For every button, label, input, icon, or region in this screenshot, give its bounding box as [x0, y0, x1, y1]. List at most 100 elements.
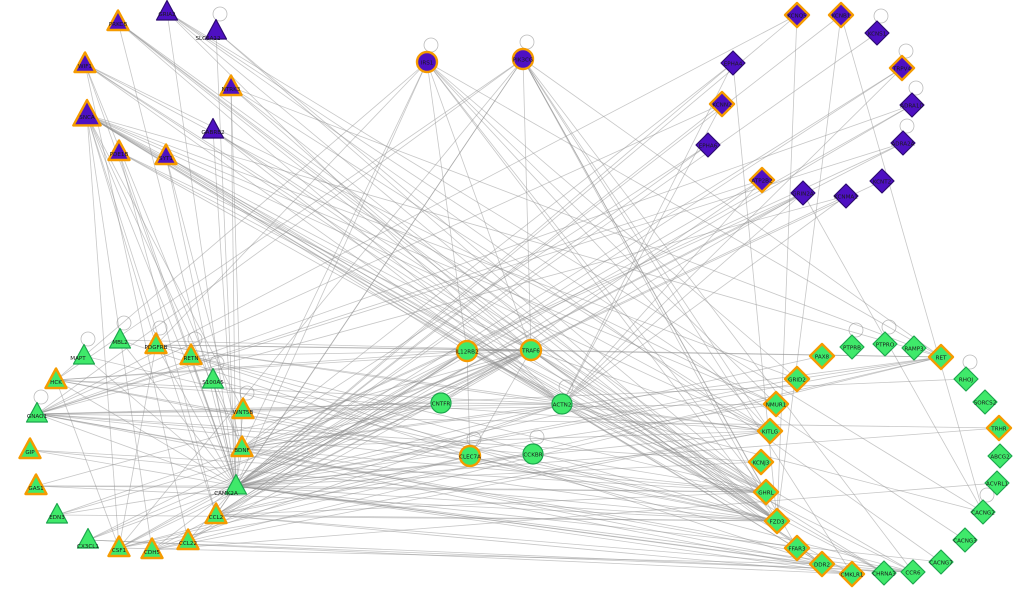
node-NTRK3[interactable]: NTRK3: [219, 74, 243, 97]
node-CACNG7[interactable]: CACNG7: [928, 549, 954, 575]
diamond-shape: [763, 507, 791, 535]
edge-GNAO1-GHRL: [36, 413, 767, 493]
edge-GNAO1-CMKLR1: [36, 413, 853, 575]
node-WIF1[interactable]: WIF1: [73, 51, 97, 74]
edge-GRIA2-CAMK2A: [166, 11, 237, 487]
edge-IRS1-PDGFRB: [155, 61, 428, 346]
edge-SNCA-DDR2: [86, 114, 823, 565]
node-ACTN2[interactable]: ACTN2: [551, 393, 573, 415]
edge-CLEC7A-CCL2: [215, 455, 471, 516]
node-KCNMA1[interactable]: KCNMA1: [833, 183, 859, 209]
node-TRHR[interactable]: TRHR: [985, 414, 1013, 442]
edge-GRIA2-FZD3: [166, 11, 778, 522]
node-KCNB1[interactable]: KCNB1: [827, 1, 855, 29]
edge-CAMK2A-CSF1: [118, 485, 237, 549]
self-loop-PTPRB: [848, 322, 864, 338]
edge-KCNB1-CAMK2A: [235, 14, 842, 487]
node-KCNJ3[interactable]: KCNJ3: [747, 448, 775, 476]
edge-NTRK3-RET: [230, 86, 942, 358]
node-IRS1[interactable]: IRS1: [415, 50, 439, 74]
triangle-shape: [201, 117, 225, 139]
triangle-shape: [201, 367, 225, 389]
diamond-shape: [695, 132, 721, 158]
edge-CAMK2A-RETN: [190, 355, 237, 487]
edge-EPHA4-FZD3: [732, 62, 778, 522]
edge-PRKCB-CAMK2A: [117, 21, 237, 487]
diamond-shape: [890, 130, 916, 156]
node-CACNG3[interactable]: CACNG3: [952, 527, 978, 553]
edge-SNCA-KITLG: [86, 114, 771, 432]
node-EPHA6[interactable]: EPHA6: [695, 132, 721, 158]
edge-S100A5-FZD3: [212, 379, 778, 522]
node-KITLG[interactable]: KITLG: [756, 417, 784, 445]
triangle-shape: [108, 327, 132, 349]
node-GRID2[interactable]: GRID2: [783, 365, 811, 393]
diamond-shape: [952, 527, 978, 553]
triangle-shape: [107, 139, 131, 162]
edge-GRIN2A-CACNG2: [802, 192, 984, 513]
node-MAPT[interactable]: MAPT: [70, 343, 96, 365]
edge-IL12RB2-CCL2: [215, 350, 468, 516]
edge-GRIA2-CACNG3: [166, 11, 966, 541]
edge-GNAO1-KCNJ3: [36, 413, 762, 463]
triangle-shape: [72, 343, 96, 365]
edge-SYT1-BDNF: [165, 155, 243, 449]
node-CX3CL1[interactable]: CX3CL1: [76, 527, 99, 551]
node-SLC6A12[interactable]: SLC6A12: [195, 18, 228, 43]
node-GRIA2[interactable]: GRIA2: [155, 0, 179, 21]
edge-TRAF6-FZD3: [530, 349, 778, 522]
node-EPHA4[interactable]: EPHA4: [720, 50, 746, 76]
triangle-shape: [44, 367, 68, 390]
diamond-shape: [748, 166, 776, 194]
diamond-shape: [970, 499, 996, 525]
node-CNTFR[interactable]: CNTFR: [430, 392, 452, 414]
node-HCK[interactable]: HCK: [44, 367, 68, 390]
edge-MAPT-FZD3: [83, 355, 778, 522]
node-SORCS2[interactable]: SORCS2: [972, 389, 998, 415]
node-PIK3CG[interactable]: PIK3CG: [511, 47, 535, 71]
edge-KCNMA1-ACTN2: [561, 195, 847, 405]
triangle-shape: [204, 18, 228, 40]
node-KCNT2[interactable]: KCNT2: [869, 168, 895, 194]
node-ABCG2[interactable]: ABCG2: [987, 443, 1013, 469]
edge-EDN3-FZD3: [56, 514, 778, 522]
node-CLEC7A[interactable]: CLEC7A: [458, 444, 482, 468]
node-CCKBR[interactable]: CCKBR: [522, 443, 544, 465]
edge-GRIN2A-CAMK2A: [235, 192, 804, 487]
edge-SNCA-GRID2: [86, 114, 798, 380]
node-KCNQ5[interactable]: KCNQ5: [783, 1, 811, 29]
node-GRIN2A[interactable]: GRIN2A: [790, 180, 816, 206]
node-PRKCB[interactable]: PRKCB: [106, 9, 130, 32]
node-CHRNA3[interactable]: CHRNA3: [871, 560, 897, 586]
edge-PIK3CG-HCK: [55, 58, 524, 381]
node-ADRA2A[interactable]: ADRA2A: [890, 130, 916, 156]
node-KCNS1[interactable]: KCNS1: [864, 20, 890, 46]
triangle-shape: [107, 535, 131, 558]
node-ACVRL1[interactable]: ACVRL1: [984, 470, 1010, 496]
node-IL12RB2[interactable]: IL12RB2: [455, 339, 479, 363]
node-CACNG2[interactable]: CACNG2: [970, 499, 996, 525]
node-KCNN2[interactable]: KCNN2: [708, 90, 736, 118]
node-S100A5[interactable]: S100A5: [201, 367, 225, 389]
edge-TRPV4-ACTN2: [561, 67, 903, 405]
node-RET[interactable]: RET: [927, 343, 955, 371]
node-PDE1B[interactable]: PDE1B: [107, 139, 131, 162]
edge-CAMK2A-FZD3: [235, 485, 778, 522]
node-PAX8[interactable]: PAX8: [808, 342, 836, 370]
edge-IRS1-GHRL: [426, 61, 767, 493]
node-TRAF6[interactable]: TRAF6: [519, 338, 543, 362]
circle-shape: [551, 393, 573, 415]
edge-IRS1-HCK: [55, 61, 428, 381]
node-ADRA1D[interactable]: ADRA1D: [899, 92, 925, 118]
edge-PDE1B-GHRL: [118, 151, 767, 493]
node-CCR6[interactable]: CCR6: [900, 559, 926, 585]
diamond-shape: [985, 414, 1013, 442]
edge-CNTFR-ACTN2: [440, 402, 563, 405]
node-SNCA[interactable]: SNCA: [72, 98, 102, 127]
edge-GRIA2-CACNG2: [166, 11, 984, 513]
diamond-shape: [899, 92, 925, 118]
edge-CLEC7A-CSF1: [118, 455, 471, 549]
node-GIP[interactable]: GIP: [18, 437, 42, 460]
node-RHOJ[interactable]: RHOJ: [953, 366, 979, 392]
